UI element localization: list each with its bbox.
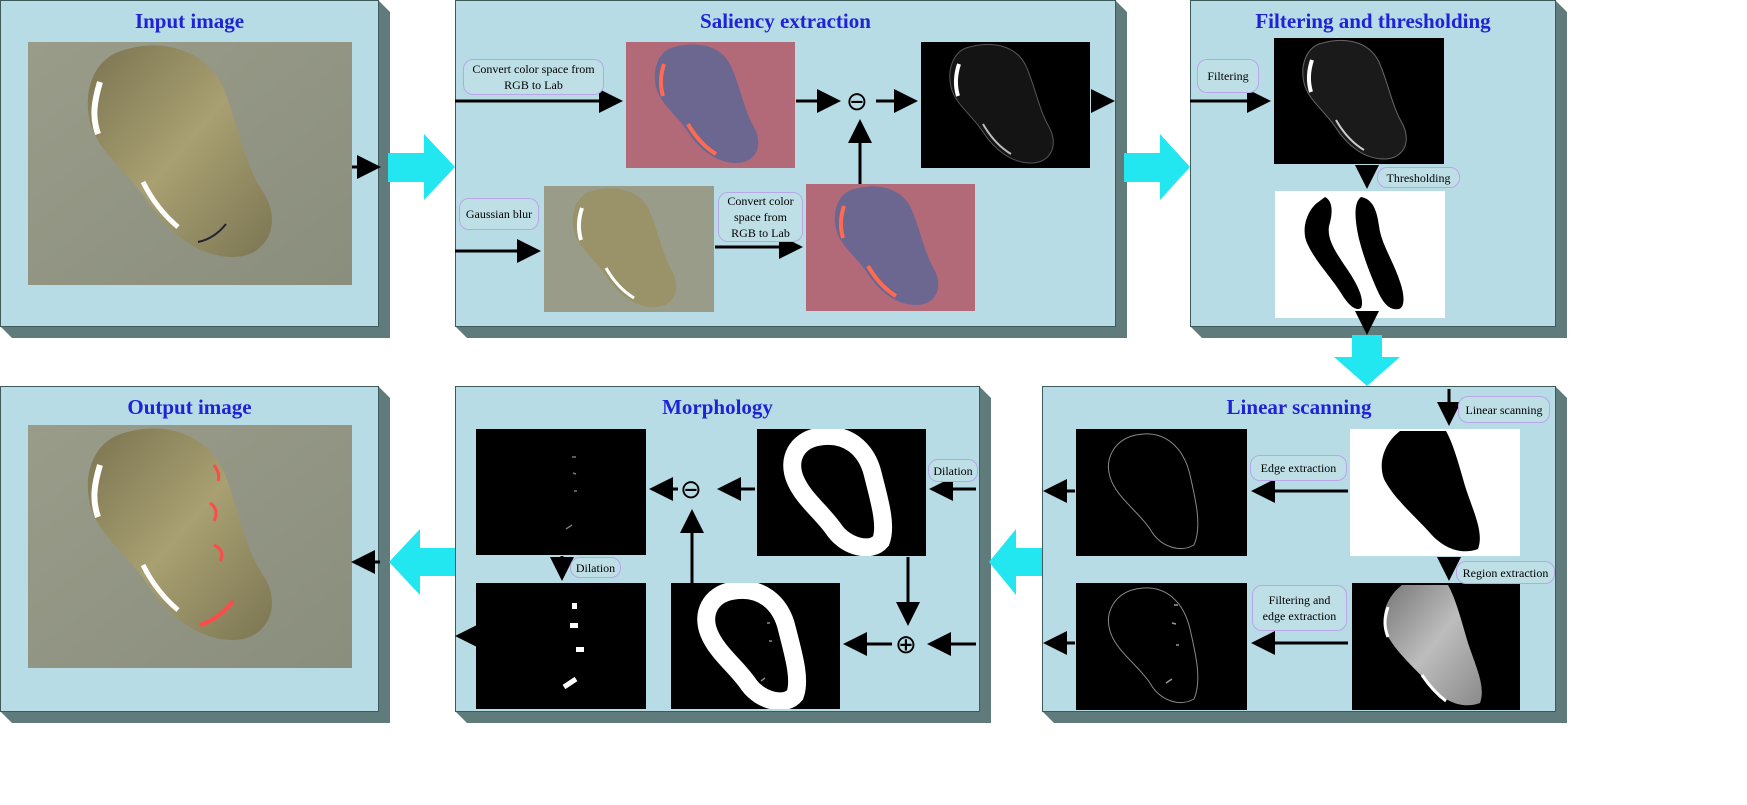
saliency-panel-shadow (1115, 0, 1127, 338)
morph-diff-image (476, 429, 646, 555)
label-dilation-bottom: Dilation (570, 557, 621, 578)
region-extraction-image (1352, 583, 1520, 710)
label-gaussian-blur: Gaussian blur (459, 198, 539, 230)
label-linear-scanning: Linear scanning (1458, 396, 1550, 423)
lab-image-top (626, 42, 795, 168)
morph-dilation-result (476, 583, 646, 709)
morphology-title: Morphology (662, 395, 773, 419)
saliency-map (921, 42, 1090, 168)
filtering-panel-shadow (1555, 0, 1567, 338)
saliency-panel-shadow-bottom (455, 326, 1127, 338)
label-dilation-top: Dilation (928, 459, 978, 482)
threshold-image (1275, 191, 1445, 318)
output-panel-shadow-bottom (0, 711, 390, 723)
input-panel-shadow (378, 0, 390, 338)
label-thresholding: Thresholding (1377, 167, 1460, 188)
edge-extraction-image (1076, 429, 1247, 556)
output-panel-shadow (378, 386, 390, 723)
binary-region-image (1350, 429, 1520, 556)
input-image-title: Input image (134, 9, 245, 33)
dilated-edge-image-top (757, 429, 926, 556)
input-photo (28, 42, 352, 285)
linear-panel-shadow (1555, 386, 1567, 723)
linear-panel-shadow-bottom (1042, 711, 1567, 723)
input-panel-shadow-bottom (0, 326, 390, 338)
filtering-panel-shadow-bottom (1190, 326, 1567, 338)
add-operator-morphology: ⊕ (895, 630, 917, 660)
saliency-extraction-title: Saliency extraction (700, 9, 871, 33)
output-image-title: Output image (127, 395, 252, 419)
filtered-image (1274, 38, 1444, 164)
output-photo (28, 425, 352, 668)
blurred-image (544, 186, 714, 312)
label-region-extraction: Region extraction (1456, 561, 1555, 584)
label-convert-top: Convert color space from RGB to Lab (463, 59, 604, 95)
label-edge-extraction: Edge extraction (1250, 455, 1347, 481)
lab-image-bottom (806, 184, 975, 311)
morphology-panel-shadow (979, 386, 991, 723)
label-convert-bottom: Convert color space from RGB to Lab (718, 192, 803, 242)
label-filtering: Filtering (1197, 59, 1259, 93)
subtract-operator-morphology: ⊖ (680, 475, 702, 505)
filtering-thresholding-title: Filtering and thresholding (1255, 9, 1491, 33)
dilated-edge-image-bottom (671, 583, 840, 709)
label-filtering-edge-extraction: Filtering and edge extraction (1252, 585, 1347, 631)
morphology-panel-shadow-bottom (455, 711, 991, 723)
linear-scanning-title: Linear scanning (1226, 395, 1372, 419)
subtract-operator-top: ⊖ (846, 87, 868, 117)
filtered-edge-image (1076, 583, 1247, 710)
